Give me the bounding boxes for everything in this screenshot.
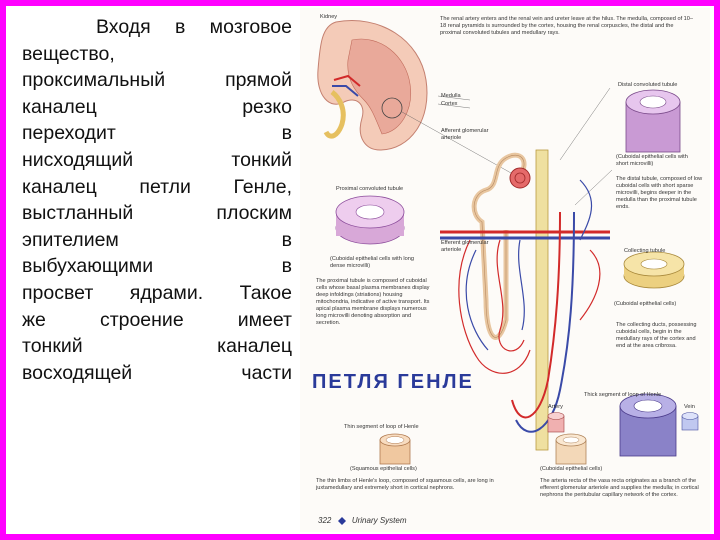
label-thin-segment: Thin segment of loop of Henle [344, 424, 419, 430]
caption-vasa-recta: The arteria recta of the vasa recta orig… [540, 478, 699, 498]
label-efferent: Efferent glomerular arteriole [441, 240, 489, 253]
text-line: переходит в [22, 122, 292, 145]
caption-thin: The thin limbs of Henle's loop, composed… [316, 478, 494, 491]
label-proximal-cells: (Cuboidal epithelial cells with long den… [330, 256, 414, 269]
label-collecting-cells: (Cuboidal epithelial cells) [614, 301, 677, 307]
label-medulla: Medulla [441, 93, 461, 99]
caption-top: The renal artery enters and the renal ve… [440, 16, 694, 36]
text-line: каналец петли Генле, [22, 175, 292, 198]
page-footer: 322 Urinary System [318, 516, 407, 525]
label-thick-segment: Thick segment of loop of Henle [584, 392, 662, 398]
text-line: восходящей части [22, 361, 292, 384]
label-collecting-tubule: Collecting tubule [624, 248, 666, 254]
text-line: нисходящий тонкий [22, 148, 292, 171]
text-line: эпителием в [22, 228, 292, 251]
caption-distal: The distal tubule, composed of low cuboi… [616, 176, 703, 210]
label-cuboidal-cells: (Cuboidal epithelial cells) [540, 466, 603, 472]
label-vein: Vein [684, 404, 695, 410]
diamond-icon [338, 517, 346, 525]
caption-proximal: The proximal tubule is composed of cuboi… [316, 278, 430, 326]
label-squamous-cells: (Squamous epithelial cells) [350, 466, 417, 472]
caption-collecting: The collecting ducts, possessing cuboida… [616, 322, 697, 349]
label-distal-tubule: Distal convoluted tubule [618, 82, 678, 88]
cuboidal-section [555, 433, 587, 465]
chapter-name: Urinary System [351, 516, 407, 525]
text-line: выбухающими в [22, 255, 292, 278]
text-line: выстланный плоским [22, 202, 292, 225]
label-afferent: Afferent glomerular arteriole [441, 128, 489, 141]
figure-title: ПЕТЛЯ ГЕНЛЕ [312, 371, 474, 393]
label-proximal-tubule: Proximal convoluted tubule [336, 186, 404, 192]
distal-tubule-section [625, 89, 681, 153]
thick-segment-section [619, 393, 677, 457]
thin-segment-section [379, 433, 411, 465]
text-line: же строение имеет [22, 308, 292, 331]
label-cortex: Cortex [441, 101, 458, 107]
text-line: вещество, [22, 42, 115, 65]
blood-vessels [440, 179, 610, 433]
text-line: Входя в мозговое [96, 16, 292, 38]
nephron-tubule [471, 149, 549, 451]
vein-section [681, 412, 699, 431]
page-number: 322 [318, 516, 332, 525]
text-line: тонкий каналец [22, 335, 292, 358]
label-distal-cells: (Cuboidal epithelial cells with short mi… [616, 154, 688, 167]
kidney-illustration [317, 20, 428, 151]
label-kidney: Kidney [320, 14, 338, 20]
collecting-tubule-section [623, 251, 685, 289]
proximal-tubule-section [335, 195, 405, 245]
text-line: просвет ядрами. Такое [22, 281, 292, 304]
label-artery: Artery [548, 404, 563, 410]
text-line: каналец резко [22, 95, 292, 118]
body-text: Входя в мозговое вещество, проксимальный… [22, 14, 292, 386]
artery-section [547, 412, 565, 433]
text-line: проксимальный прямой [22, 69, 292, 92]
